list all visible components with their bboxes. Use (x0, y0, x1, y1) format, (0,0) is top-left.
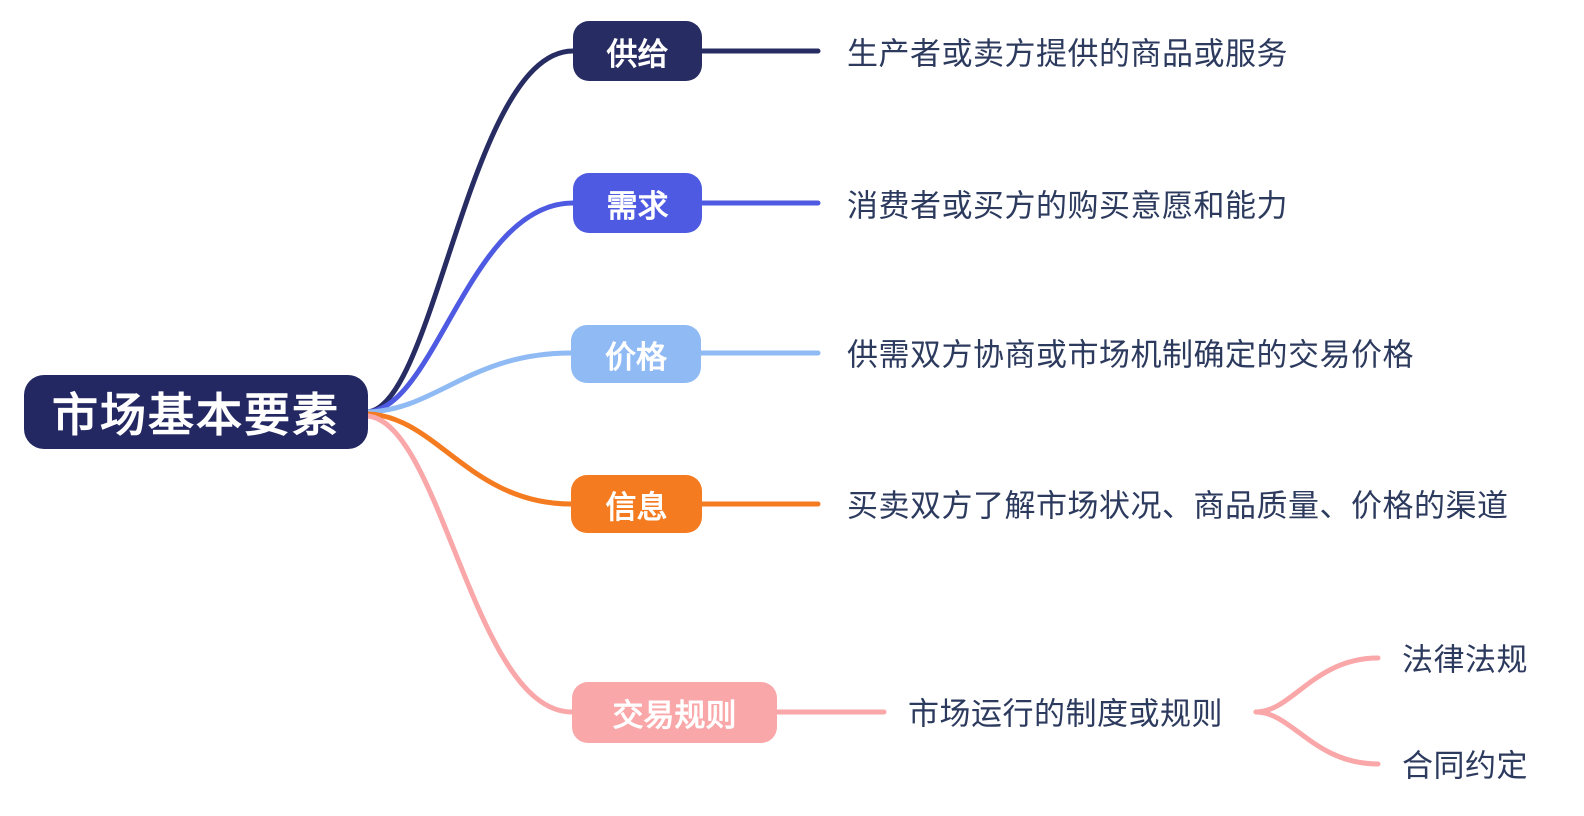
node-demand-label: 需求 (606, 188, 669, 224)
leaf-contract-terms: 合同约定 (1402, 748, 1528, 784)
root-node-label: 市场基本要素 (52, 389, 340, 441)
edge-root-to-price (365, 350, 574, 415)
edge-root-to-supply (365, 48, 576, 415)
node-information-label: 信息 (605, 489, 668, 525)
node-supply[interactable]: 供给 (573, 21, 702, 81)
node-trading-rules[interactable]: 交易规则 (572, 682, 777, 743)
edge-root-to-demand (365, 200, 576, 415)
node-price[interactable]: 价格 (571, 325, 701, 383)
description-information: 买卖双方了解市场状况、商品质量、价格的渠道 (847, 488, 1509, 524)
description-price: 供需双方协商或市场机制确定的交易价格 (847, 337, 1414, 373)
description-trading-rules: 市场运行的制度或规则 (908, 696, 1223, 732)
node-price-label: 价格 (605, 339, 667, 375)
root-node-market-elements[interactable]: 市场基本要素 (24, 375, 368, 449)
edge-root-to-trading-rules (365, 413, 575, 715)
description-demand: 消费者或买方的购买意愿和能力 (847, 188, 1288, 224)
node-demand[interactable]: 需求 (573, 173, 702, 233)
leaf-law-regulations: 法律法规 (1402, 642, 1528, 678)
node-supply-label: 供给 (606, 36, 669, 72)
edge-fork-to-law-regulations (1253, 655, 1381, 715)
node-information[interactable]: 信息 (571, 475, 702, 533)
edge-fork-to-contract-terms (1253, 709, 1381, 767)
node-trading-rules-label: 交易规则 (612, 698, 737, 733)
description-supply: 生产者或卖方提供的商品或服务 (847, 36, 1288, 72)
edge-root-to-information (365, 411, 574, 507)
